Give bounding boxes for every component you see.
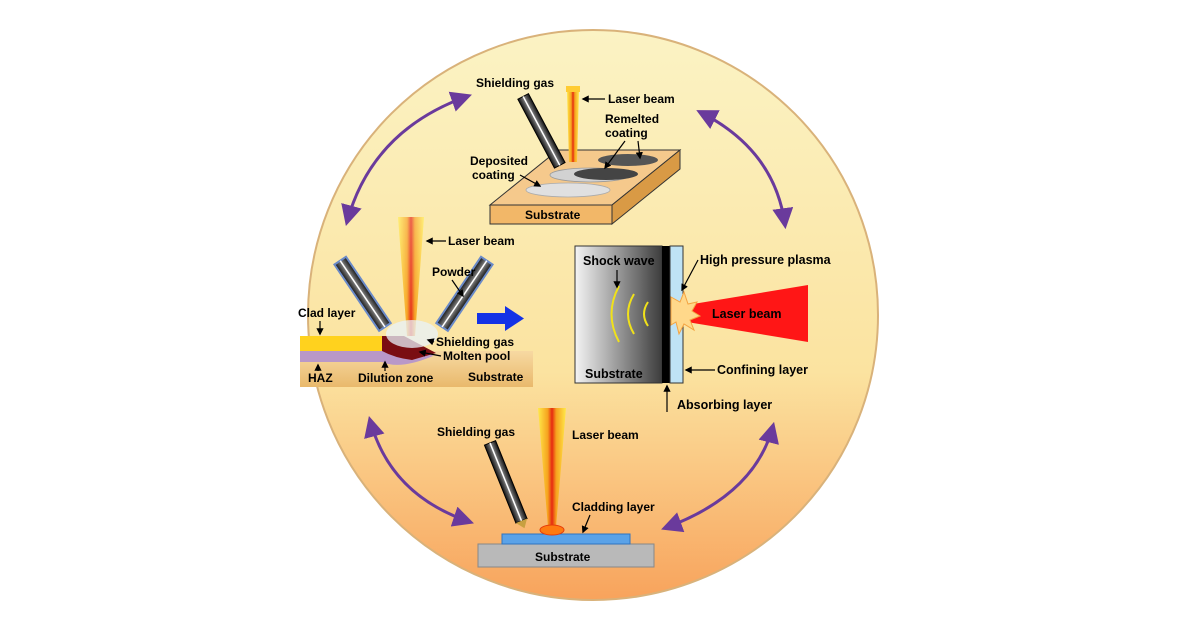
cycle-arrow-bottom-right (661, 421, 779, 533)
scan-direction-arrow (477, 306, 524, 331)
bottom-laser-beam (538, 408, 566, 527)
right-plasma-burst (670, 290, 702, 336)
right-shock-waves (610, 285, 649, 343)
bottom-cladding-layer (501, 533, 631, 545)
right-laser-beam (687, 285, 808, 342)
bottom-label-laser-beam: Laser beam (572, 428, 639, 442)
remelted-track-2 (598, 154, 658, 166)
top-label-deposited-1: Deposited (470, 154, 528, 168)
left-powder-nozzle-left (332, 255, 393, 333)
right-label-laser-beam: Laser beam (712, 307, 781, 321)
top-label-substrate: Substrate (525, 208, 581, 222)
bottom-label-cladding-layer: Cladding layer (572, 500, 655, 514)
top-laser-beam (567, 90, 579, 162)
cycle-arrow-top-right (696, 110, 794, 230)
top-substrate-side-face (611, 148, 681, 226)
bottom-label-substrate: Substrate (535, 550, 591, 564)
panel-laser-shock-peening: Shock wave High pressure plasma Laser be… (574, 245, 832, 412)
bottom-label-shielding-gas: Shielding gas (437, 425, 515, 439)
right-absorbing-layer (662, 246, 670, 383)
panel-laser-cladding: Laser beam Powder Clad layer Shielding g… (298, 217, 533, 387)
left-label-dilution-zone: Dilution zone (358, 371, 434, 385)
left-label-clad-layer: Clad layer (298, 306, 356, 320)
top-label-shielding-gas: Shielding gas (476, 76, 554, 90)
panel-laser-cladding-bottom: Shielding gas Laser beam Cladding layer … (437, 408, 655, 568)
cycle-arrows (341, 91, 794, 533)
top-label-deposited-2: coating (472, 168, 515, 182)
left-label-laser-beam: Laser beam (448, 234, 515, 248)
right-substrate (574, 245, 663, 384)
left-label-shielding-gas: Shielding gas (436, 335, 514, 349)
bottom-shielding-gas-nozzle (483, 440, 528, 529)
left-label-haz: HAZ (308, 371, 333, 385)
left-label-molten-pool: Molten pool (443, 349, 510, 363)
left-label-powder: Powder (432, 265, 476, 279)
top-label-remelted-1: Remelted (605, 112, 659, 126)
left-shielding-gas-halo (386, 320, 438, 348)
right-label-substrate: Substrate (585, 367, 643, 381)
left-haz-layer (300, 351, 433, 365)
bottom-melt-spot (539, 524, 565, 536)
cycle-arrow-top-left (341, 91, 472, 227)
right-label-absorbing-layer: Absorbing layer (677, 398, 772, 412)
left-label-substrate: Substrate (468, 370, 524, 384)
panel-remelting: Shielding gas Laser beam Remelted coatin… (470, 76, 682, 226)
remelted-track-1 (574, 168, 638, 180)
deposited-track-1 (525, 182, 611, 198)
left-clad-layer (300, 336, 382, 351)
top-label-remelted-2: coating (605, 126, 648, 140)
top-laser-head (566, 86, 580, 92)
right-label-confining-layer: Confining layer (717, 363, 808, 377)
top-label-laser-beam: Laser beam (608, 92, 675, 106)
right-label-high-pressure-plasma: High pressure plasma (700, 253, 832, 267)
cycle-arrow-bottom-left (364, 415, 474, 527)
right-label-shock-wave: Shock wave (583, 254, 655, 268)
top-shielding-gas-nozzle (517, 92, 566, 169)
